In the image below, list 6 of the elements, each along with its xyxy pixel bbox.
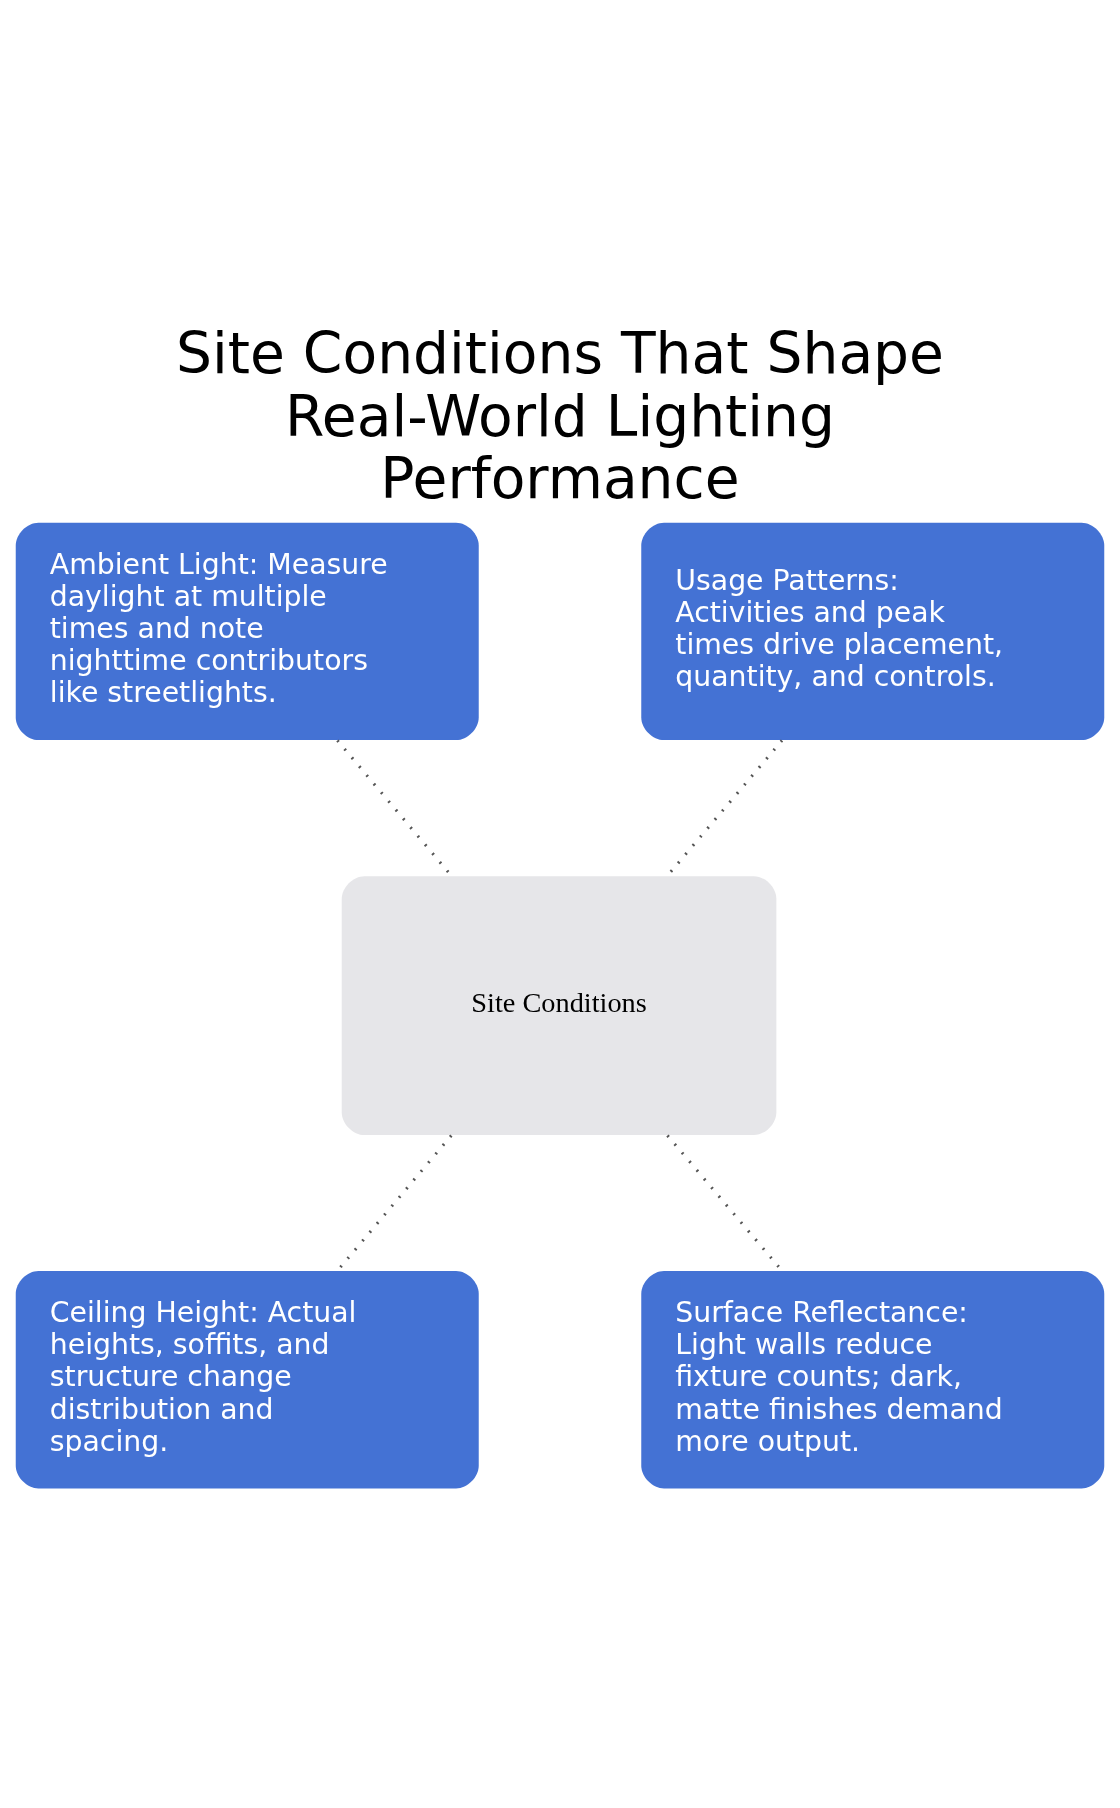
node-box: Site Conditions (341, 875, 777, 1135)
node-box: Ambient Light: Measure daylight at multiple times and note nighttime contributors like streetlights. (15, 522, 479, 740)
diagram-title: Site Conditions That Shape Real-World Lighting Performance (176, 319, 944, 511)
node-box: Ceiling Height: Actual heights, soffits, and structure change distribution and spacing. (15, 1270, 479, 1488)
node-box: Usage Patterns: Activities and peak times drive placement, quantity, and controls. (641, 522, 1105, 740)
node-box: Surface Reflectance: Light walls reduce fixture counts; dark, matte finishes demand more output. (641, 1270, 1105, 1488)
